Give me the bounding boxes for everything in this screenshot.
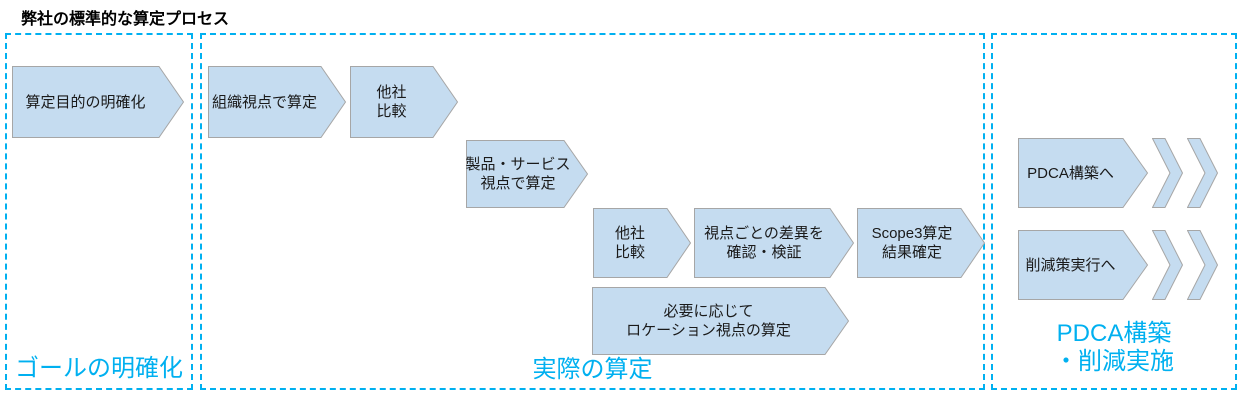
- chevron-icon: [1187, 230, 1218, 300]
- chevron-icon: [1187, 138, 1218, 208]
- step-label: 他社 比較: [376, 84, 407, 120]
- arrow-shape: [350, 66, 459, 138]
- step-label: 算定目的の明確化: [25, 93, 146, 111]
- step-location-calc: 必要に応じて ロケーション視点の算定: [592, 287, 850, 355]
- section-label-goal: ゴールの明確化: [15, 355, 183, 382]
- section-box-actual: [200, 33, 985, 390]
- step-label: PDCA構築へ: [1027, 164, 1114, 182]
- arrow-shape: [592, 287, 850, 355]
- step-product-service: 製品・サービス 視点で算定: [465, 140, 589, 208]
- chevron-icon: [1152, 138, 1183, 208]
- step-calc-purpose: 算定目的の明確化: [12, 66, 185, 138]
- arrow-shape: [694, 208, 855, 278]
- step-diff-verification: 視点ごとの差異を 確認・検証: [694, 208, 855, 278]
- step-pdca-build: PDCA構築へ: [1018, 138, 1149, 208]
- step-peer-compare-2: 他社 比較: [593, 208, 692, 278]
- page-title: 弊社の標準的な算定プロセス: [21, 11, 230, 28]
- section-label-pdca: PDCA構築 ・削減実施: [1054, 320, 1174, 375]
- step-label: 他社 比較: [614, 225, 645, 261]
- arrow-shape: [208, 66, 347, 138]
- section-label-actual: 実際の算定: [532, 356, 653, 383]
- arrow-shape: [1018, 138, 1149, 208]
- step-reduction-exec: 削減策実行へ: [1018, 230, 1149, 300]
- step-org-perspective: 組織視点で算定: [208, 66, 347, 138]
- section-box-pdca: [991, 33, 1237, 390]
- step-peer-compare-1: 他社 比較: [350, 66, 459, 138]
- step-label: 削減策実行へ: [1025, 256, 1116, 274]
- step-label: 組織視点で算定: [211, 93, 317, 111]
- step-label: Scope3算定 結果確定: [871, 225, 953, 261]
- step-scope3-result: Scope3算定 結果確定: [857, 208, 986, 278]
- arrow-shape: [857, 208, 986, 278]
- chevron-icon: [1152, 230, 1183, 300]
- step-label: 必要に応じて ロケーション視点の算定: [626, 303, 791, 339]
- step-label: 製品・サービス 視点で算定: [465, 156, 571, 192]
- arrow-shape: [12, 66, 185, 138]
- section-box-goal: [5, 33, 193, 390]
- arrow-shape: [1018, 230, 1149, 300]
- arrow-shape: [593, 208, 692, 278]
- step-label: 視点ごとの差異を 確認・検証: [704, 225, 824, 261]
- arrow-shape: [466, 140, 589, 208]
